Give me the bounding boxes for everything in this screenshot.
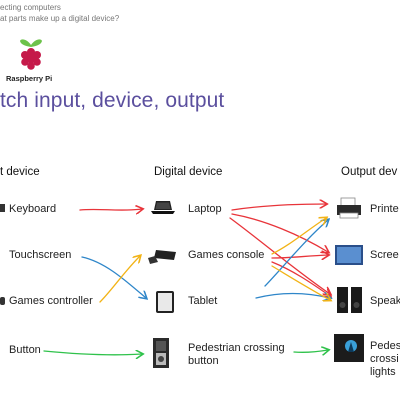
printer-icon [335,197,363,221]
arrow-console-to-speakers-yellow [271,265,330,300]
device-tablet: Tablet [188,295,218,307]
arrow-button-to-crossing [43,351,142,355]
device-crossing-line-2: button [188,355,219,367]
laptop-icon [150,200,176,216]
arrow-laptop-to-screen [231,213,328,252]
device-crossing-button: Pedestrian crossing button [188,342,285,368]
output-lights-line-3: lights [370,366,396,378]
games-controller-icon [0,295,5,307]
output-printer: Printe [370,203,399,215]
input-touchscreen: Touchscreen [9,249,72,261]
output-device-heading: Output dev [341,166,398,178]
output-lights-line-2: crossi [370,353,399,365]
arrow-console-to-printer [271,218,326,255]
arrow-laptop-to-speakers [229,217,330,294]
arrow-crossing-to-lights [293,350,328,352]
device-laptop: Laptop [188,203,222,215]
arrow-tablet-to-printer [264,220,328,287]
output-crossing-lights: Pedes crossi lights [370,340,400,379]
slide-title: tch input, device, output [0,89,225,112]
arrow-controller-to-console [99,256,140,303]
crossing-button-icon [153,338,169,368]
input-keyboard: Keyboard [9,203,57,215]
games-console-icon [146,248,178,266]
arrow-touchscreen-to-tablet [81,256,146,298]
device-crossing-line-1: Pedestrian crossing [188,342,285,354]
digital-device-heading: Digital device [154,166,223,178]
device-games-console: Games console [188,249,265,261]
arrow-console-to-screen [271,255,328,258]
input-button: Button [9,344,41,356]
output-screen: Scree [370,249,399,261]
tablet-icon [155,290,175,314]
screen-icon [334,244,364,266]
breadcrumb-line-1: ecting computers [0,3,61,12]
logo-label: Raspberry Pi [6,74,53,83]
speakers-icon [336,286,364,314]
breadcrumb-line-2: at parts make up a digital device? [0,14,120,23]
arrow-laptop-to-printer [231,204,326,211]
crossing-lights-icon [334,334,364,362]
input-device-heading: t device [0,166,40,178]
input-games-controller: Games controller [9,295,93,307]
raspberry-pi-logo-icon [15,36,47,72]
output-lights-line-1: Pedes [370,340,400,352]
arrow-console-to-speakers [271,261,330,296]
output-speakers: Speak [370,295,400,307]
keyboard-icon [0,202,5,214]
arrow-keyboard-to-laptop [79,209,142,210]
